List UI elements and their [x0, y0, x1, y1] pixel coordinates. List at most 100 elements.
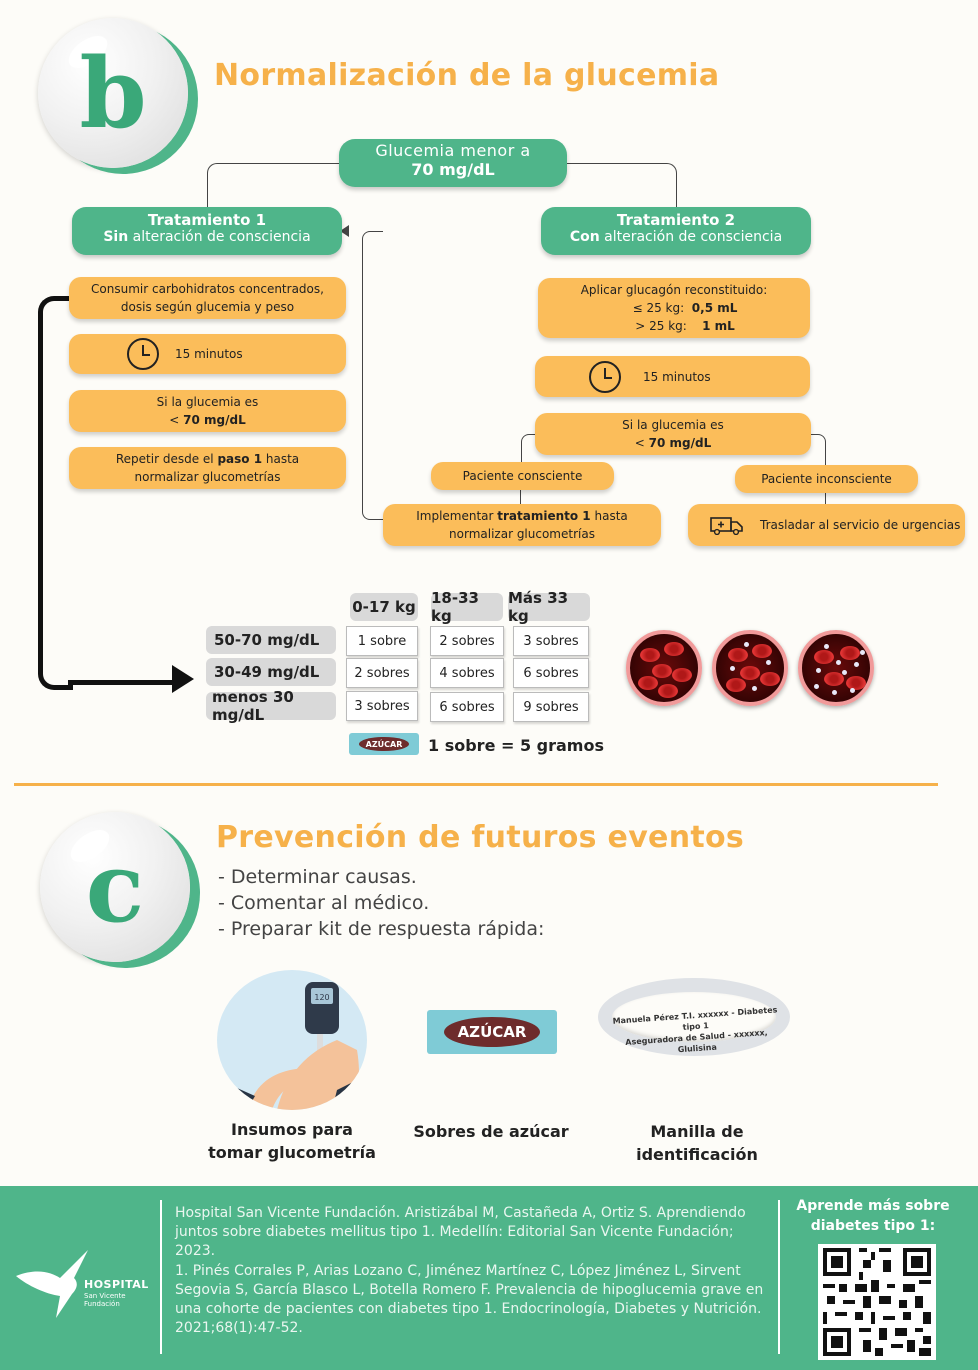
- col-header-2: Más 33 kg: [508, 589, 590, 625]
- qr-code-icon: [823, 1248, 931, 1356]
- kit-caption-supplies: Insumos para tomar glucometría: [207, 1118, 377, 1164]
- left-step-check-val: 70 mg/dL: [183, 413, 246, 427]
- root-line2: 70 mg/dL: [411, 160, 495, 179]
- implement-t1-node: Implementar tratamiento 1 hasta normaliz…: [383, 504, 661, 546]
- kit-caption-bracelet-l2: identificación: [636, 1145, 758, 1164]
- left-step-repeat-post: hasta: [262, 452, 300, 466]
- row-header-1: 30-49 mg/dL: [206, 658, 336, 686]
- table-cell: 6 sobres: [513, 658, 589, 688]
- conscious-node: Paciente consciente: [431, 462, 614, 490]
- section-b-letter: b: [79, 36, 147, 150]
- footer-divider: [160, 1200, 162, 1354]
- connector-root-t1: [207, 163, 342, 208]
- footer-divider: [778, 1200, 780, 1354]
- blood-cells-icon: [798, 630, 874, 706]
- right-step-check-l1: Si la glucemia es: [622, 418, 724, 432]
- kit-caption-supplies-l2: tomar glucometría: [208, 1143, 376, 1162]
- section-b-title: Normalización de la glucemia: [214, 58, 720, 93]
- row-header-2: menos 30 mg/dL: [206, 688, 336, 724]
- logo-hospital: HOSPITAL: [84, 1278, 149, 1291]
- logo-subtitle: San Vicente Fundación: [84, 1292, 126, 1308]
- section-c-letter: c: [85, 830, 145, 944]
- glucagon-l2a: ≤ 25 kg:: [632, 301, 692, 315]
- unconscious-label: Paciente inconsciente: [761, 472, 892, 486]
- glucagon-l3b: 1 mL: [702, 319, 735, 333]
- impl-pre: Implementar: [416, 509, 498, 523]
- logo-sanvicente: San Vicente: [84, 1292, 126, 1300]
- kit-caption-bracelet-l1: Manilla de: [650, 1122, 744, 1141]
- col-header-0: 0-17 kg: [350, 593, 418, 621]
- left-step-check: Si la glucemia es < 70 mg/dL: [69, 390, 346, 432]
- left-step-wait-label: 15 minutos: [175, 347, 243, 361]
- qr-code[interactable]: [818, 1244, 936, 1360]
- conscious-label: Paciente consciente: [462, 469, 583, 483]
- left-step-repeat-pre: Repetir desde el: [115, 452, 218, 466]
- sugar-sachet-icon: AZÚCAR: [427, 1010, 557, 1054]
- hummingbird-logo-icon: [16, 1250, 88, 1318]
- connector-impl-t1: [362, 231, 383, 520]
- reference-2: 1. Pinés Corrales P, Arias Lozano C, Jim…: [175, 1263, 764, 1336]
- prevention-list: - Determinar causas. - Comentar al médic…: [218, 864, 544, 942]
- t2-rest: alteración de consciencia: [599, 229, 783, 245]
- table-cell: 2 sobres: [346, 658, 418, 688]
- section-b-badge: b: [38, 18, 188, 168]
- left-step-carbs-l2: dosis según glucemia y peso: [120, 300, 295, 314]
- kit-sugar-label: AZÚCAR: [444, 1017, 540, 1047]
- connector-conscious-impl: [520, 488, 521, 504]
- glucometer-icon: 120: [227, 982, 367, 1110]
- t1-title: Tratamiento 1: [147, 211, 267, 229]
- glucometer-illustration: 120: [217, 970, 367, 1110]
- impl-l2: normalizar glucometrías: [449, 527, 595, 541]
- reference-1: Hospital San Vicente Fundación. Aristizá…: [175, 1205, 746, 1259]
- right-step-wait-label: 15 minutos: [643, 369, 711, 384]
- root-node: Glucemia menor a 70 mg/dL: [339, 139, 567, 187]
- glucagon-l3a: > 25 kg:: [635, 319, 703, 333]
- table-cell: 4 sobres: [430, 658, 504, 688]
- t1-rest: alteración de consciencia: [128, 229, 311, 245]
- right-step-check: Si la glucemia es < 70 mg/dL: [535, 413, 811, 455]
- footer-cta: Aprende más sobre diabetes tipo 1:: [796, 1198, 950, 1234]
- left-step-carbs-l1: Consumir carbohidratos concentrados,: [91, 282, 324, 296]
- footer: HOSPITAL San Vicente Fundación Hospital …: [0, 1186, 978, 1370]
- col-header-1: 18-33 kg: [431, 589, 503, 625]
- left-step-carbs: Consumir carbohidratos concentrados, dos…: [69, 277, 346, 319]
- left-step-repeat: Repetir desde el paso 1 hasta normalizar…: [69, 447, 346, 489]
- connector-root-t2: [566, 163, 677, 208]
- section-c-title: Prevención de futuros eventos: [216, 820, 745, 855]
- table-cell: 3 sobres: [346, 691, 418, 721]
- kit-caption-supplies-l1: Insumos para: [231, 1120, 353, 1139]
- impl-post: hasta: [590, 509, 628, 523]
- glucagon-l1: Aplicar glucagón reconstituido:: [580, 283, 768, 297]
- treatment-1-node: Tratamiento 1 Sin alteración de conscien…: [72, 207, 342, 255]
- blood-cells-icon: [712, 630, 788, 706]
- left-step-check-l1: Si la glucemia es: [156, 395, 259, 409]
- table-cell: 1 sobre: [346, 626, 418, 656]
- left-step-repeat-bold: paso 1: [217, 452, 263, 466]
- table-cell: 9 sobres: [513, 692, 589, 722]
- blood-cells-icon: [626, 630, 702, 706]
- section-c-badge: c: [40, 812, 190, 962]
- right-step-check-pre: <: [634, 436, 649, 450]
- section-divider: [14, 783, 938, 786]
- sugar-sachet-icon: AZÚCAR: [349, 733, 419, 755]
- left-step-wait: 15 minutos: [69, 334, 346, 374]
- clock-icon: [127, 338, 159, 370]
- left-step-repeat-l2: normalizar glucometrías: [134, 470, 281, 484]
- t2-bold: Con: [569, 229, 600, 245]
- t2-title: Tratamiento 2: [616, 211, 736, 229]
- logo-fundacion: Fundación: [84, 1300, 120, 1308]
- dose-table-arrowhead: [172, 665, 194, 693]
- list-item: - Determinar causas.: [218, 866, 417, 888]
- clock-icon: [589, 360, 621, 393]
- list-item: - Preparar kit de respuesta rápida:: [218, 918, 545, 940]
- ambulance-icon: [710, 517, 743, 535]
- transfer-node: Trasladar al servicio de urgencias: [688, 504, 965, 546]
- sachet-equivalence: 1 sobre = 5 gramos: [428, 736, 604, 755]
- kit-caption-bracelet: Manilla de identificación: [612, 1120, 782, 1166]
- left-step-check-pre: <: [169, 413, 184, 427]
- table-cell: 2 sobres: [430, 626, 504, 656]
- id-bracelet-icon: Manuela Pérez T.I. xxxxxx - Diabetes tip…: [598, 978, 790, 1064]
- impl-bold: tratamiento 1: [497, 509, 591, 523]
- treatment-2-node: Tratamiento 2 Con alteración de conscien…: [541, 207, 811, 255]
- kit-caption-sugar: Sobres de azúcar: [413, 1122, 569, 1141]
